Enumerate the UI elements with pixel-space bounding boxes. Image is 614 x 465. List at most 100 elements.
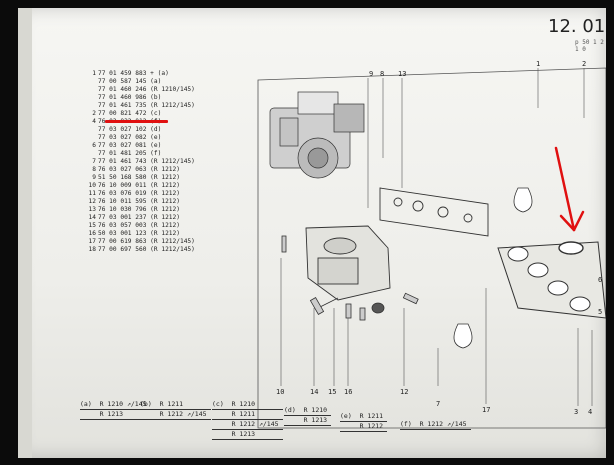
callout-5: 5 [598, 308, 603, 316]
legend-line: (f) R 1212 ↗/145 [400, 420, 471, 430]
callout-16: 16 [344, 388, 353, 396]
callout-14: 14 [310, 388, 319, 396]
bolts [281, 235, 419, 321]
part-number: 9 [92, 174, 96, 181]
part-note: (R 1212/145) [150, 158, 195, 165]
part-number: 11 [88, 190, 96, 197]
legend-key: (a) [80, 400, 92, 408]
part-reference: 76 03 057 003 [98, 222, 147, 229]
part-note: (e) [150, 142, 162, 149]
part-reference: 77 01 460 986 [98, 94, 147, 101]
callout-13: 13 [398, 70, 407, 78]
legend-value: R 1212 ↗/145 [419, 420, 467, 428]
part-row: 77 01 460 986 (b) [86, 94, 276, 102]
part-number: 1 [92, 70, 96, 77]
callout-17: 17 [482, 406, 491, 414]
part-reference: 76 10 030 796 [98, 206, 147, 213]
part-reference: 77 03 027 082 [98, 134, 147, 141]
part-reference: 77 01 460 246 [98, 86, 147, 93]
part-number: 2 [92, 110, 96, 117]
part-number: 12 [88, 198, 96, 205]
part-reference: 77 00 587 145 [98, 78, 147, 85]
legend-cell: (f) R 1212 ↗/145 [400, 420, 471, 430]
legend-value: R 1210 [303, 406, 328, 414]
legend-cell: (a) R 1210 ↗/145 R 1213 [80, 400, 151, 420]
legend-key: (c) [212, 400, 224, 408]
bag-symbol [453, 187, 533, 349]
legend-key: (f) [400, 420, 412, 428]
legend-key: (e) [340, 412, 352, 420]
callout-12: 12 [400, 388, 409, 396]
legend-value: R 1212 [359, 422, 384, 430]
part-reference: 51 50 168 580 [98, 174, 147, 181]
part-note: (R 1212) [150, 214, 180, 221]
part-note: (R 1212) [150, 198, 180, 205]
part-row: 77 03 027 082 (e) [86, 134, 276, 142]
callout-4: 4 [588, 408, 593, 416]
part-reference: 77 01 481 205 [98, 150, 147, 157]
part-note: (e) [150, 134, 162, 141]
callout-3: 3 [574, 408, 579, 416]
legend-key: (d) [284, 406, 296, 414]
part-note: (R 1212) [150, 174, 180, 181]
legend-cell: (b) R 1211 R 1212 ↗/145 [140, 400, 211, 420]
part-row: 77 01 460 246 (R 1210/145) [86, 86, 276, 94]
legend-value: R 1211 [231, 410, 256, 418]
exploded-parts-drawing [18, 8, 606, 458]
part-number: 16 [88, 230, 96, 237]
red-underline-marker [105, 120, 168, 123]
callout-15: 15 [328, 388, 337, 396]
part-reference: 76 03 027 063 [98, 166, 147, 173]
legend-line: R 1211 [212, 410, 283, 420]
part-reference: 77 01 461 743 [98, 158, 147, 165]
part-number: 18 [88, 246, 96, 253]
legend-value: R 1213 [231, 430, 256, 438]
part-number: 15 [88, 222, 96, 229]
part-reference: 77 01 461 735 [98, 102, 147, 109]
legend-value: R 1210 ↗/145 [99, 400, 147, 408]
legend-cell: (e) R 1211 R 1212 [340, 412, 388, 432]
callout-1: 1 [536, 60, 541, 68]
part-number: 4 [92, 118, 96, 125]
part-note: (R 1212/145) [150, 102, 195, 109]
page-gutter [18, 8, 32, 458]
part-number: 10 [88, 182, 96, 189]
legend-line: R 1212 ↗/145 [212, 420, 283, 430]
legend-cell: (d) R 1210 R 1213 [284, 406, 332, 426]
part-note: (R 1212) [150, 222, 180, 229]
legend-line: (b) R 1211 [140, 400, 211, 410]
callout-7: 7 [436, 400, 441, 408]
part-reference: 76 03 076 019 [98, 190, 147, 197]
legend-value: R 1212 ↗/145 [231, 420, 279, 428]
legend-cell: (c) R 1210 R 1211 R 1212 ↗/145 R 1213 [212, 400, 283, 440]
part-row: 77 03 027 102 (d) [86, 126, 276, 134]
callout-6: 6 [598, 276, 603, 284]
legend-key: (b) [140, 400, 152, 408]
legend-line: R 1213 [284, 416, 332, 426]
part-note: (R 1212/145) [150, 238, 195, 245]
manifold-adapter [305, 225, 391, 301]
legend-line: R 1212 [340, 422, 388, 432]
exhaust-manifold [497, 241, 606, 319]
part-number: 6 [92, 142, 96, 149]
legend-value: R 1212 ↗/145 [159, 410, 207, 418]
drawing-frame [257, 67, 606, 429]
part-note: (R 1210/145) [150, 86, 195, 93]
part-number: 14 [88, 214, 96, 221]
page-subtitle: p 50 1 2 1 0 [575, 39, 604, 53]
part-reference: 76 10 011 595 [98, 198, 147, 205]
